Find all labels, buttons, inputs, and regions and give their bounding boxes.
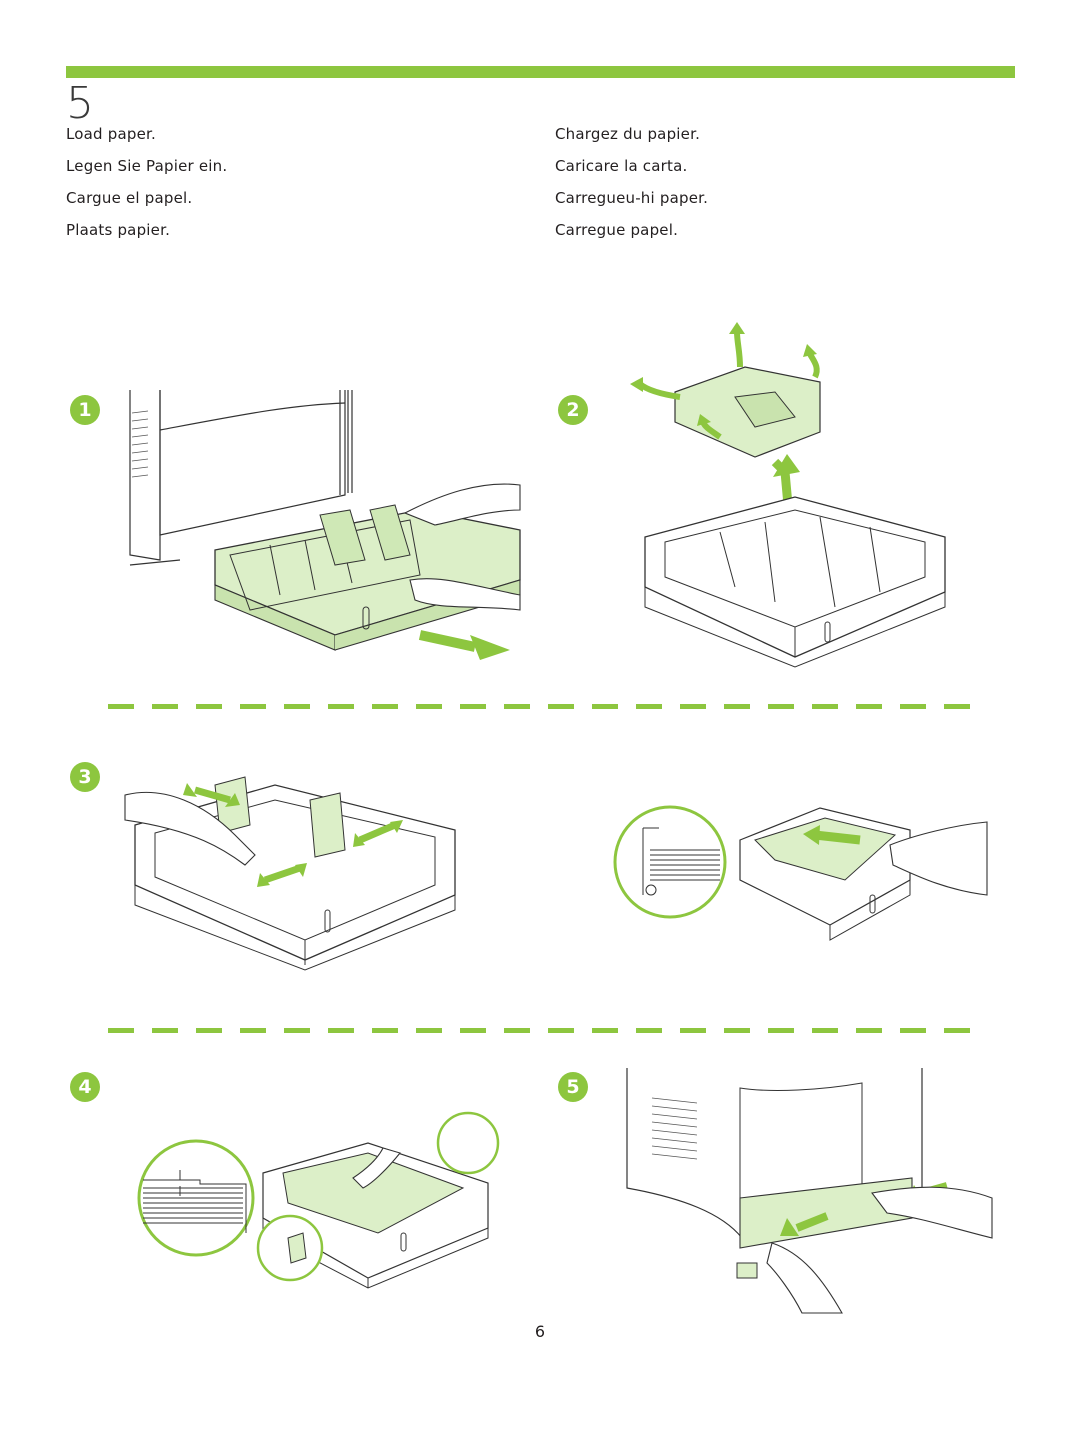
- page-number: 6: [534, 1322, 546, 1341]
- adjust-guides-illustration: [124, 776, 456, 971]
- instruction-fr: Chargez du papier.: [555, 125, 701, 143]
- step-number: 5: [66, 78, 94, 129]
- section-divider: [108, 1028, 978, 1033]
- instruction-it: Caricare la carta.: [555, 157, 688, 175]
- instruction-ca: Carregueu-hi paper.: [555, 189, 709, 207]
- instruction-de: Legen Sie Papier ein.: [66, 157, 228, 175]
- instructions-left: Load paper. Legen Sie Papier ein. Cargue…: [66, 124, 227, 252]
- instruction-es: Cargue el papel.: [66, 189, 193, 207]
- header-bar: [66, 66, 1015, 78]
- substep-badge-2: 2: [558, 395, 588, 425]
- instruction-pt: Carregue papel.: [555, 221, 679, 239]
- tray-pull-out-illustration: [129, 390, 521, 660]
- instruction-nl: Plaats papier.: [66, 221, 171, 239]
- substep-badge-1: 1: [70, 395, 100, 425]
- section-divider: [108, 704, 978, 709]
- substep-badge-3: 3: [70, 762, 100, 792]
- substep-badge-4: 4: [70, 1072, 100, 1102]
- close-tray-illustration: [626, 1068, 993, 1314]
- press-paper-illustration: [137, 1111, 500, 1289]
- remove-packing-illustration: [630, 322, 946, 668]
- substep-badge-5: 5: [558, 1072, 588, 1102]
- insert-paper-illustration: [613, 805, 988, 941]
- instructions-right: Chargez du papier. Caricare la carta. Ca…: [555, 124, 708, 252]
- instruction-en: Load paper.: [66, 125, 156, 143]
